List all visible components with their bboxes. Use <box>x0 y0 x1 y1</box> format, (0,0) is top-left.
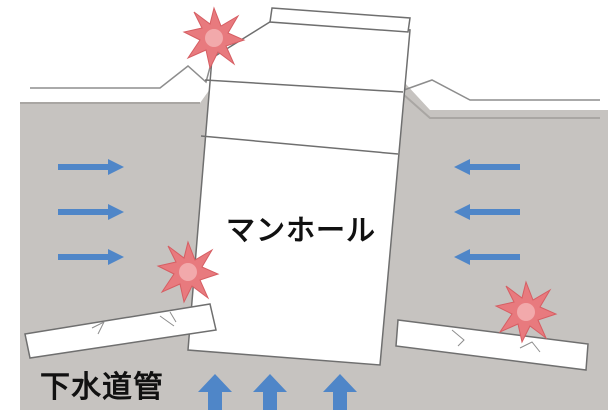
manhole-cover <box>269 7 411 33</box>
manhole-joint-upper <box>204 79 404 93</box>
soil-pressure-arrow-icon <box>454 249 520 265</box>
manhole-structure <box>187 7 411 366</box>
soil-pressure-arrow-icon <box>454 159 520 175</box>
ground-surface-line-right <box>403 79 600 101</box>
manhole-joint-middle <box>200 135 399 155</box>
uplift-arrows <box>198 374 357 410</box>
soil-pressure-arrow-icon <box>58 159 124 175</box>
soil-pressure-arrows-left <box>58 159 124 265</box>
sewer-pipe-label: 下水道管 <box>40 370 164 405</box>
uplift-arrow-icon <box>253 374 287 410</box>
soil-surface-band <box>20 94 600 119</box>
soil-pressure-arrows-right <box>454 159 520 265</box>
uplift-arrow-icon <box>323 374 357 410</box>
crack-burst-icon <box>156 240 220 304</box>
ground-surface-line <box>30 59 213 89</box>
manhole-shaft <box>187 19 411 366</box>
soil-pressure-arrow-icon <box>58 249 124 265</box>
uplift-arrow-icon <box>198 374 232 410</box>
sewer-pipe-left <box>24 303 217 359</box>
crack-burst-icon <box>494 280 558 344</box>
soil-pressure-arrow-icon <box>58 204 124 220</box>
crack-burst-icon <box>182 6 246 70</box>
manhole-label: マンホール <box>226 213 377 247</box>
soil-pressure-arrow-icon <box>454 204 520 220</box>
